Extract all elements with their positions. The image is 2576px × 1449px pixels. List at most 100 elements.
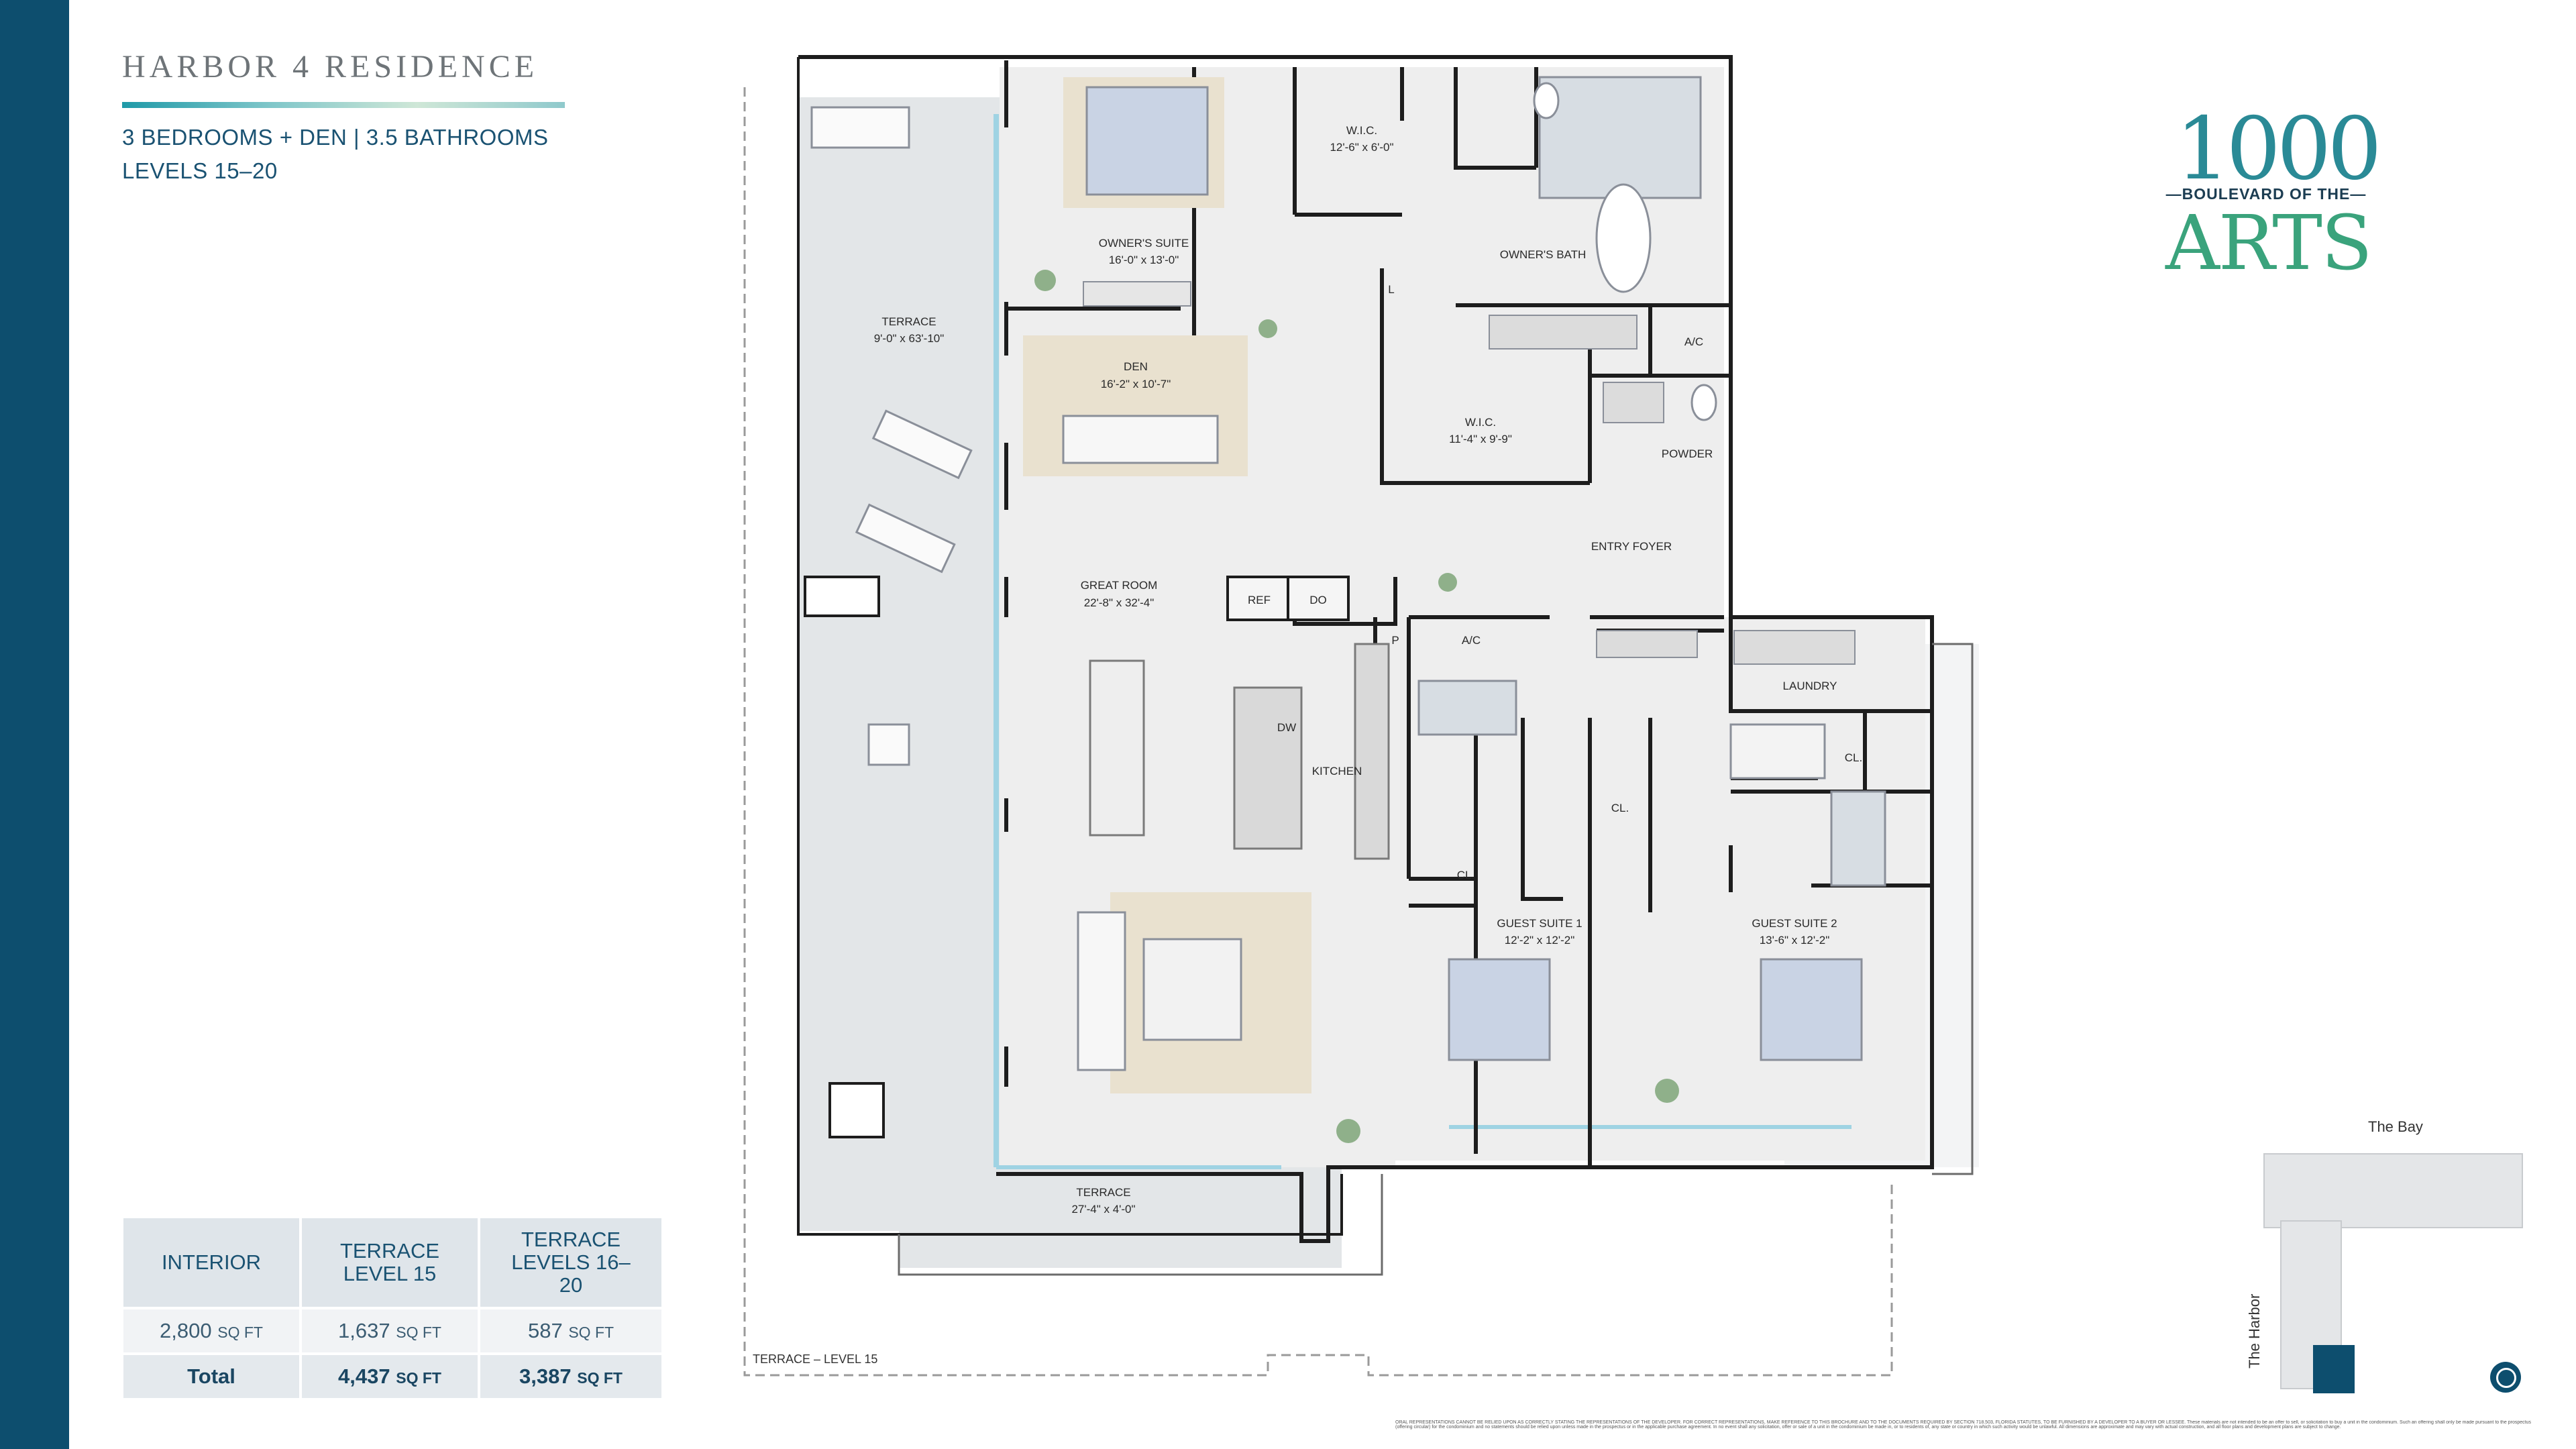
- plant-1: [1034, 270, 1056, 291]
- label-guest-suite-1: GUEST SUITE 1: [1497, 917, 1582, 930]
- value-interior-num: 2,800: [160, 1319, 212, 1342]
- terrace-south-floor: [899, 1167, 1342, 1268]
- dims-wic-top: 12'-6" x 6'-0": [1330, 141, 1393, 154]
- label-cl-laundry: CL.: [1845, 751, 1862, 764]
- terrace-level15-label: TERRACE – LEVEL 15: [753, 1352, 878, 1366]
- value-terrace-16-20: 587 SQ FT: [480, 1309, 661, 1352]
- label-wic-top: W.I.C.: [1346, 124, 1377, 137]
- page-title: HARBOR 4 RESIDENCE: [122, 49, 539, 85]
- logo-subtitle: —BOULEVARD OF THE—: [2165, 185, 2367, 203]
- shower-guest2: [1830, 790, 1886, 887]
- toilet-owner: [1533, 82, 1560, 119]
- dims-owners-suite: 16'-0" x 13'-0": [1109, 254, 1179, 266]
- east-terrace-rail: [1932, 643, 1974, 1175]
- label-wic-mid: W.I.C.: [1465, 416, 1496, 429]
- total-level-15-unit: SQ FT: [396, 1369, 441, 1387]
- dining-table: [1089, 659, 1145, 837]
- bed-guest1: [1448, 958, 1551, 1061]
- value-terrace-15-unit: SQ FT: [396, 1324, 441, 1341]
- terrace-rail: [898, 1174, 1383, 1276]
- total-levels-16-20-unit: SQ FT: [577, 1369, 623, 1387]
- dims-great-room: 22'-8" x 32'-4": [1084, 596, 1155, 609]
- total-level-15-num: 4,437: [338, 1364, 390, 1388]
- compass-icon: [2490, 1362, 2521, 1393]
- column-2: [828, 1082, 885, 1138]
- unit-specs: 3 BEDROOMS + DEN | 3.5 BATHROOMS: [122, 125, 549, 150]
- area-table: INTERIOR TERRACE LEVEL 15 TERRACE LEVELS…: [121, 1216, 664, 1401]
- value-terrace-16-20-unit: SQ FT: [568, 1324, 614, 1341]
- side-bar: [0, 0, 69, 1449]
- label-dw: DW: [1277, 721, 1296, 734]
- laundry-counter: [1733, 630, 1856, 665]
- total-levels-16-20-num: 3,387: [519, 1364, 572, 1388]
- terrace-dining-table: [867, 723, 910, 766]
- dims-guest-suite-2: 13'-6" x 12'-2": [1760, 934, 1830, 947]
- plant-3: [1438, 573, 1457, 592]
- legal-disclaimer: ORAL REPRESENTATIONS CANNOT BE RELIED UP…: [1395, 1420, 2532, 1430]
- dims-terrace-south: 27'-4" x 4'-0": [1071, 1203, 1135, 1216]
- label-terrace-west: TERRACE: [881, 315, 936, 328]
- den-sofa: [1062, 415, 1219, 464]
- plant-4: [1336, 1119, 1360, 1143]
- brand-logo: 1000 —BOULEVARD OF THE— ARTS: [2159, 106, 2382, 301]
- living-ottoman: [1142, 938, 1242, 1041]
- key-building-north: [2263, 1153, 2523, 1228]
- bed-guest2: [1760, 958, 1863, 1061]
- key-unit-highlight: [2313, 1345, 2355, 1393]
- dims-den: 16'-2" x 10'-7": [1101, 378, 1171, 390]
- column-1: [804, 576, 880, 617]
- label-guest-suite-2: GUEST SUITE 2: [1752, 917, 1837, 930]
- label-terrace-south: TERRACE: [1076, 1186, 1130, 1199]
- tub-owner: [1595, 183, 1652, 293]
- total-levels-16-20: 3,387 SQ FT: [480, 1355, 661, 1398]
- terrace-lounge-sofa: [810, 106, 910, 149]
- header-interior: INTERIOR: [123, 1218, 300, 1307]
- terrace-level15-outline: [743, 87, 1893, 1377]
- label-kitchen: KITCHEN: [1312, 765, 1362, 777]
- label-den: DEN: [1124, 360, 1148, 373]
- header-terrace-16-20: TERRACE LEVELS 16–20: [480, 1218, 661, 1307]
- bed-owner: [1085, 86, 1209, 196]
- terrace-wall: [797, 57, 1343, 1236]
- dims-terrace-west: 9'-0" x 63'-10": [874, 332, 945, 345]
- shower-owner: [1538, 76, 1702, 199]
- title-rule: [122, 102, 565, 108]
- owner-tv-console: [1083, 281, 1191, 307]
- value-interior-unit: SQ FT: [217, 1324, 263, 1341]
- label-powder: POWDER: [1662, 447, 1713, 460]
- terrace-lounger-2: [855, 503, 956, 574]
- floor-plan: TERRACE 9'-0" x 63'-10" OWNER'S SUITE 16…: [743, 55, 1979, 1377]
- dims-guest-suite-1: 12'-2" x 12'-2": [1505, 934, 1575, 947]
- label-cl-guest1: CL.: [1457, 869, 1474, 881]
- label-ac-2: A/C: [1462, 634, 1481, 647]
- shower-guest1: [1417, 680, 1517, 736]
- label-cl-hall: CL.: [1611, 802, 1629, 814]
- living-sofa: [1077, 911, 1126, 1071]
- label-linen: L: [1388, 283, 1394, 296]
- unit-levels: LEVELS 15–20: [122, 158, 278, 183]
- header-terrace-16-20-text: TERRACE LEVELS 16–20: [511, 1228, 631, 1297]
- key-harbor-label: The Harbor: [2246, 1293, 2263, 1368]
- foyer-console: [1596, 630, 1698, 658]
- kitchen-island: [1233, 686, 1303, 850]
- laundry-machines: [1729, 723, 1826, 780]
- vanity-owner: [1489, 315, 1638, 350]
- value-terrace-15-num: 1,637: [338, 1319, 390, 1342]
- value-interior: 2,800 SQ FT: [123, 1309, 300, 1352]
- label-owners-bath: OWNER'S BATH: [1500, 248, 1587, 261]
- logo-number: 1000: [2176, 99, 2382, 199]
- exterior-wall: [798, 55, 1934, 1243]
- label-laundry: LAUNDRY: [1783, 680, 1837, 692]
- label-great-room: GREAT ROOM: [1081, 579, 1158, 592]
- header-terrace-15: TERRACE LEVEL 15: [302, 1218, 478, 1307]
- logo-word: ARTS: [2165, 200, 2373, 287]
- label-ac-1: A/C: [1684, 335, 1703, 348]
- label-do: DO: [1309, 594, 1327, 606]
- value-terrace-16-20-num: 587: [527, 1319, 563, 1342]
- powder-vanity: [1603, 382, 1664, 423]
- key-plan: [2263, 1153, 2523, 1393]
- toilet-powder: [1690, 384, 1717, 421]
- key-bay-label: The Bay: [2368, 1118, 2423, 1135]
- label-pantry: P: [1391, 634, 1399, 647]
- label-owners-suite: OWNER'S SUITE: [1099, 237, 1189, 250]
